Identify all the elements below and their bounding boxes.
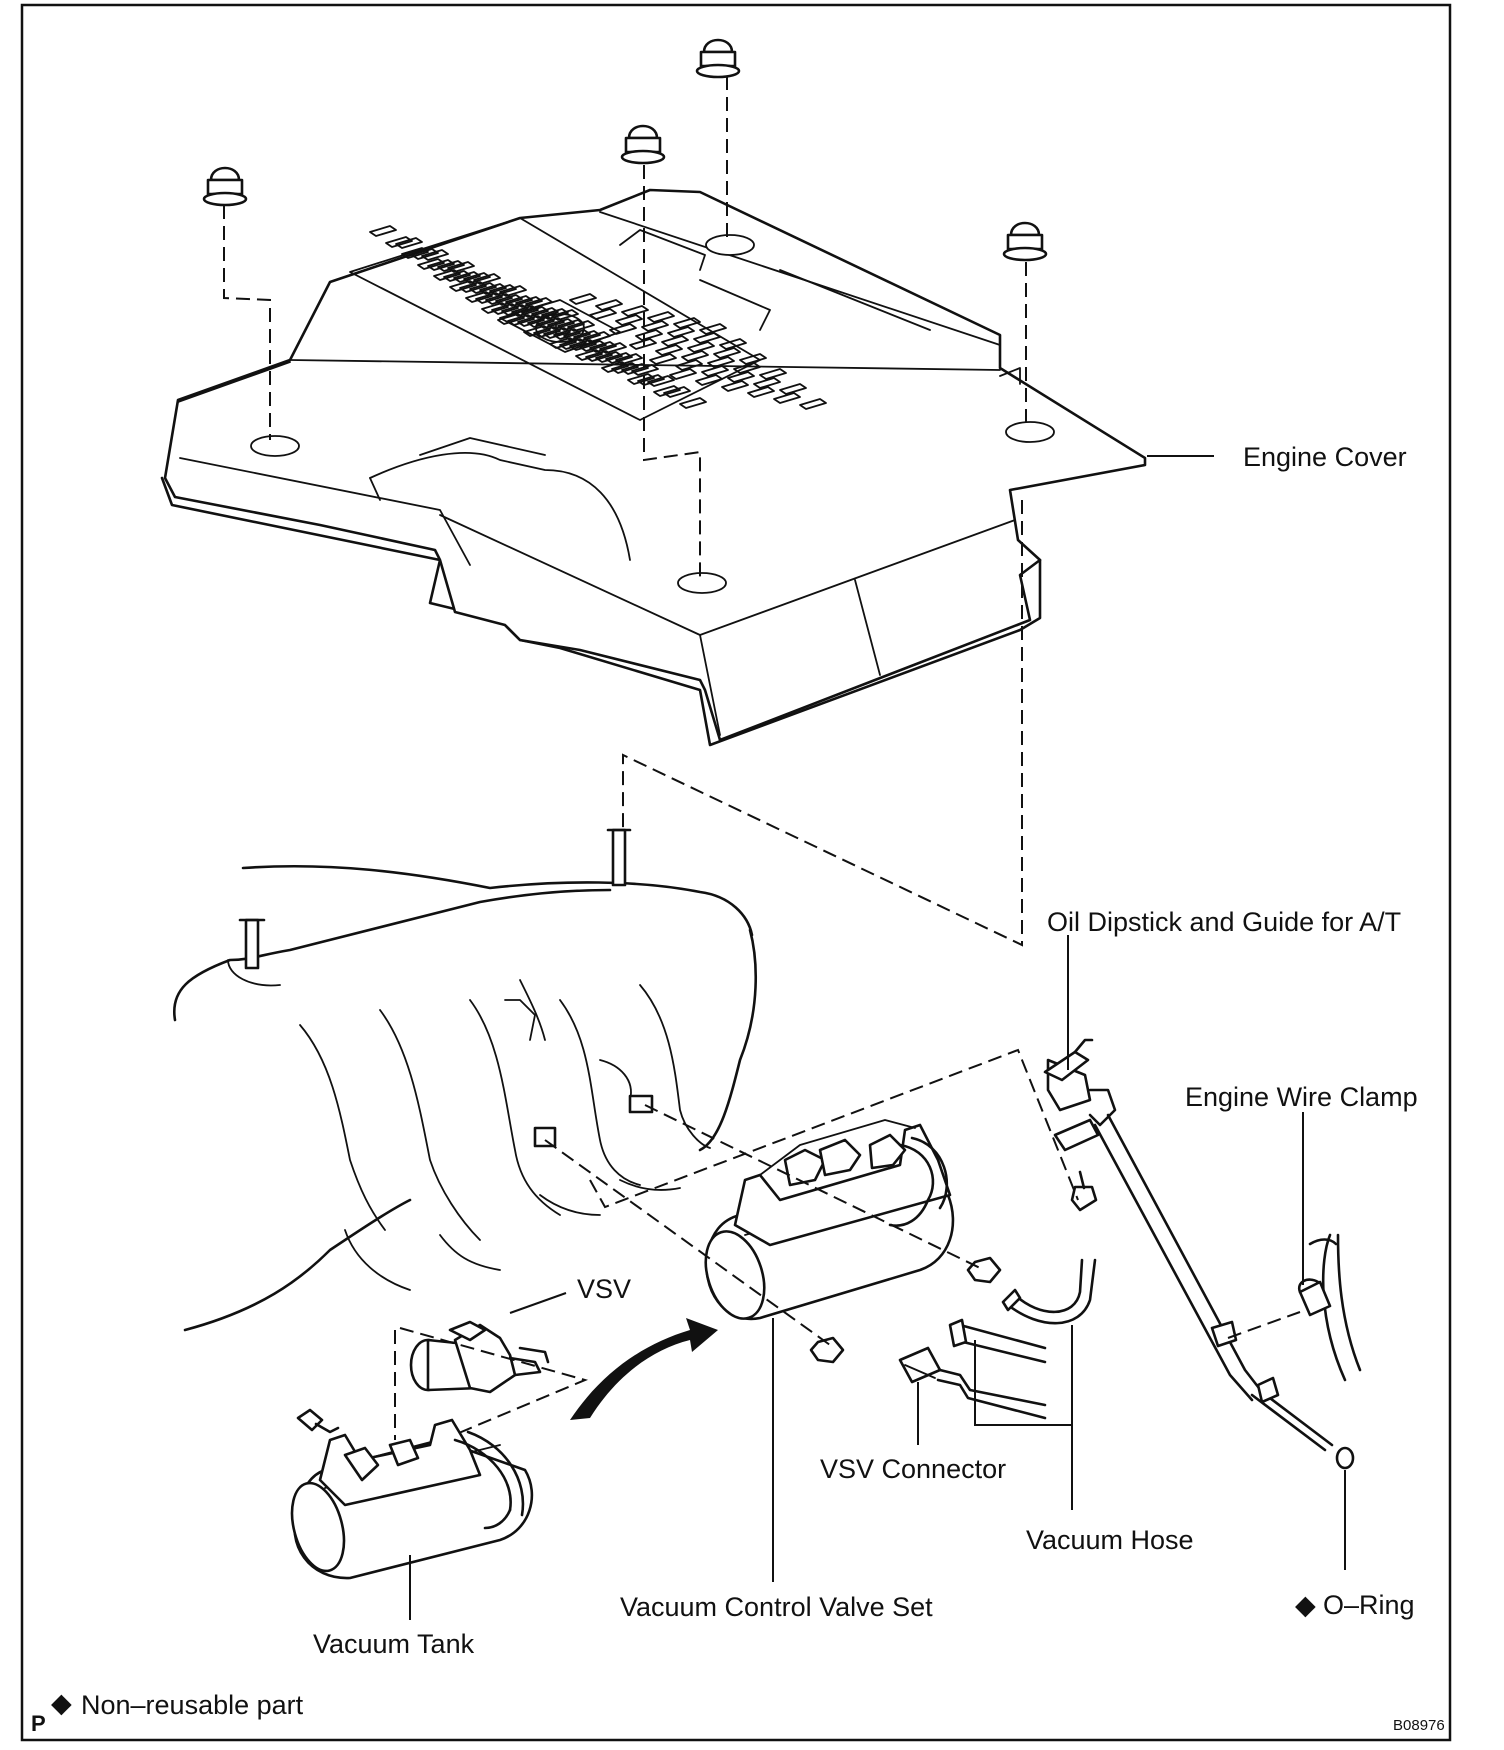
grille-slat (673, 317, 701, 329)
label-vsv-connector: VSV Connector (820, 1454, 1006, 1484)
grille-slat (727, 371, 755, 383)
vacuum-control-valve-set (704, 1119, 1002, 1364)
grille-slat (753, 377, 781, 389)
grille-slat (759, 368, 787, 380)
alignment-line-nut-3 (643, 165, 701, 578)
grille-slat (609, 323, 637, 335)
grille-slat (695, 374, 723, 386)
alignment-line-nut-1 (223, 205, 271, 440)
legend-text: Non–reusable part (81, 1690, 304, 1720)
vsv-connector (898, 1346, 1047, 1420)
grille-slat (417, 258, 445, 270)
label-vsv: VSV (577, 1274, 631, 1304)
grille-slat (661, 335, 689, 347)
grille-slat (641, 320, 669, 332)
non-reusable-marker: ◆ (1295, 1590, 1316, 1620)
leader-vsv (509, 1292, 567, 1314)
cap-nut-2 (695, 38, 741, 79)
alignment-line-valve-set-bracket (589, 1048, 1079, 1209)
alignment-line-vsv-diagonal (399, 1327, 589, 1444)
grille-slat (601, 361, 629, 373)
engine-cover (160, 188, 1147, 747)
grille-slat (465, 291, 493, 303)
grille-slat (621, 305, 649, 317)
o-ring (1335, 1446, 1355, 1470)
grille-slat (635, 329, 663, 341)
grille-slat (681, 350, 709, 362)
grille-slat (713, 347, 741, 359)
legend-symbol: ◆ (51, 1688, 72, 1718)
grille-slat (667, 326, 695, 338)
grille-slat (401, 247, 429, 259)
grille-slat (747, 386, 775, 398)
figure-code: B08976 (1393, 1717, 1445, 1734)
grille-slat (549, 337, 577, 349)
grille-slat (385, 236, 413, 248)
cap-nut-3 (620, 124, 666, 165)
grille-slat (433, 269, 461, 281)
label-vacuum-tank: Vacuum Tank (313, 1629, 475, 1659)
cap-nut-1 (202, 166, 248, 207)
engine-wire-clamp (1297, 1233, 1362, 1382)
grille-slat (721, 380, 749, 392)
grille-slat (575, 349, 603, 361)
grille-slat (595, 299, 623, 311)
grille-slat (739, 353, 767, 365)
grille-slat (649, 353, 677, 365)
alignment-line-wire-clamp (1227, 1311, 1301, 1339)
corner-mark: P (31, 1711, 46, 1736)
grille-slat (627, 373, 655, 385)
grille-slat (497, 313, 525, 325)
alignment-line-cover-stud (622, 500, 1023, 947)
vsv (409, 1320, 550, 1394)
grille-slat (733, 362, 761, 374)
intake-manifold (172, 828, 758, 1332)
grille-slat (719, 338, 747, 350)
engine-cover-grille (369, 225, 827, 410)
install-direction-arrow (570, 1318, 718, 1420)
alignment-line-valve-set-lower (544, 1139, 831, 1346)
grille-slat (679, 397, 707, 409)
label-engine-cover: Engine Cover (1243, 442, 1407, 472)
grille-slat (523, 325, 551, 337)
grille-slat (687, 341, 715, 353)
label-vacuum-control-valve-set: Vacuum Control Valve Set (620, 1592, 933, 1622)
grille-slat (615, 314, 643, 326)
grille-slat (369, 225, 397, 237)
grille-slat (799, 398, 827, 410)
vacuum-tank (290, 1408, 534, 1580)
label-oil-dipstick: Oil Dipstick and Guide for A/T (1047, 907, 1401, 937)
grille-slat (693, 332, 721, 344)
leader-vacuum-hose (974, 1340, 1073, 1510)
vacuum-hose (948, 1258, 1097, 1364)
cap-nut-4 (1002, 221, 1048, 262)
grille-slat (647, 311, 675, 323)
grille-slat (675, 359, 703, 371)
grille-slat (655, 344, 683, 356)
grille-slat (569, 293, 597, 305)
grille-slat (669, 368, 697, 380)
oil-dipstick-guide (1043, 1038, 1334, 1452)
grille-slat (699, 323, 727, 335)
label-vacuum-hose: Vacuum Hose (1026, 1525, 1194, 1555)
grille-slat (449, 280, 477, 292)
grille-slat (779, 383, 807, 395)
diagram-frame (20, 3, 1452, 1742)
grille-slat (707, 356, 735, 368)
grille-slat (589, 308, 617, 320)
grille-slat (653, 385, 681, 397)
label-o-ring: O–Ring (1323, 1590, 1415, 1620)
grille-slat (701, 365, 729, 377)
grille-slat (481, 302, 509, 314)
label-engine-wire-clamp: Engine Wire Clamp (1185, 1082, 1418, 1112)
grille-slat (773, 392, 801, 404)
